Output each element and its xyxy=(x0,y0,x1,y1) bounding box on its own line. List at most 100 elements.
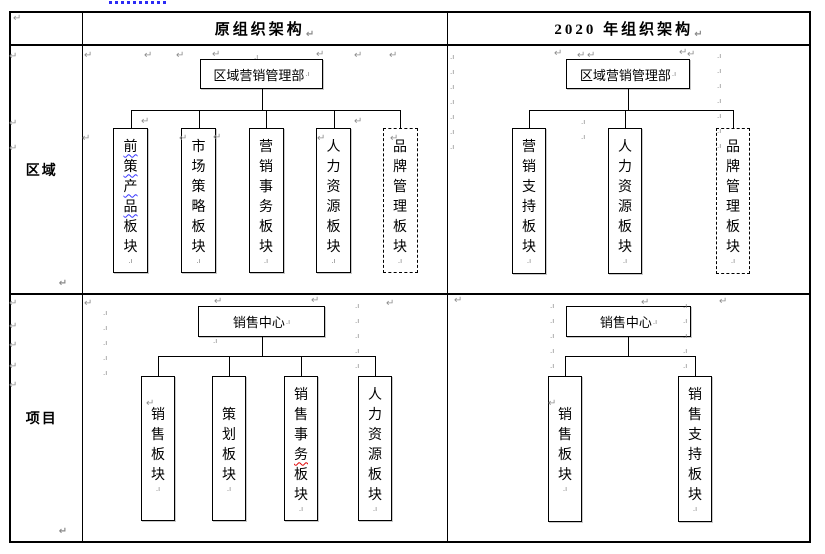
line-break-mark: .ı xyxy=(683,362,688,370)
org-root-box[interactable]: 销售中心.ı xyxy=(198,306,325,337)
org-child-box-char: 划 xyxy=(222,427,236,443)
line-break-mark: .ı xyxy=(562,485,568,493)
org-child-box[interactable]: 市场策略板块.ı xyxy=(181,128,216,273)
line-break-mark: .ı xyxy=(196,256,201,265)
line-break-mark: .ı xyxy=(550,332,555,340)
org-child-box-char: 产 xyxy=(123,179,138,195)
org-child-box-char: 板 xyxy=(522,220,536,235)
pilcrow-mark: ↵ xyxy=(9,51,18,62)
org-child-box-char: 牌 xyxy=(393,159,407,175)
org-child-box-char: 板 xyxy=(123,219,138,235)
pilcrow-mark: ↵ xyxy=(548,398,557,409)
org-child-box[interactable]: 品牌管理板块.ı xyxy=(382,128,418,273)
pilcrow-mark: ↵ xyxy=(13,13,22,24)
pilcrow-mark: ↵ xyxy=(554,48,563,59)
connector-stem xyxy=(262,89,263,110)
connector-drop xyxy=(333,110,335,128)
connector-drop xyxy=(158,356,159,376)
org-child-box-char: 销 xyxy=(522,160,536,175)
org-child-box-char: 售 xyxy=(558,428,572,443)
org-child-box-char: 板 xyxy=(326,219,341,235)
org-child-box-char: 资 xyxy=(326,179,341,195)
org-child-box-char: 管 xyxy=(726,180,740,195)
line-break-mark: .ı xyxy=(355,332,360,340)
pilcrow-mark: ↵ xyxy=(144,50,153,61)
line-break-mark: .ı xyxy=(550,317,555,325)
org-root-box[interactable]: 区域营销管理部.ı xyxy=(200,59,323,89)
line-break-mark: .ı xyxy=(692,505,698,513)
org-child-box-char: 力 xyxy=(618,160,632,175)
line-break-mark: .ı xyxy=(305,70,310,78)
org-child-box[interactable]: 销售板块.ı xyxy=(548,376,582,522)
org-child-box-char: 支 xyxy=(522,180,536,195)
org-child-box-char: 块 xyxy=(522,240,536,255)
org-child-box-char: 售 xyxy=(151,427,165,443)
connector-drop xyxy=(198,110,200,128)
org-child-box-char: 块 xyxy=(222,467,236,483)
org-child-box[interactable]: 前策产品板块.ı xyxy=(113,128,148,273)
connector-rail xyxy=(158,356,376,357)
org-child-box[interactable]: 品牌管理板块.ı xyxy=(716,128,750,274)
org-child-box-char: 块 xyxy=(326,239,341,255)
org-child-box-char: 板 xyxy=(151,447,165,463)
line-break-mark: .ı xyxy=(717,82,722,90)
line-break-mark: .ı xyxy=(450,68,455,76)
pilcrow-mark: ↵ xyxy=(316,49,325,60)
org-child-box[interactable]: 营销事务板块.ı xyxy=(248,128,284,273)
org-child-box-char: 品 xyxy=(393,139,407,155)
org-child-box[interactable]: 销售板块.ı xyxy=(141,376,175,521)
org-chart-region-old: 区域营销管理部.ı 前策产品板块.ı 市场策略板块.ı 营销事务板块.ı 人力资源板块.… xyxy=(82,44,447,293)
org-child-box[interactable]: 人力资源板块.ı xyxy=(316,128,351,273)
pilcrow-mark: ↵ xyxy=(9,340,18,351)
org-child-box-char: 源 xyxy=(326,199,341,215)
org-child-box[interactable]: 策划板块.ı xyxy=(212,376,246,521)
line-break-mark: .ı xyxy=(103,354,108,362)
pilcrow-mark: ↵ xyxy=(386,298,395,309)
line-break-mark: .ı xyxy=(717,142,722,150)
org-child-box-char: 牌 xyxy=(726,160,740,175)
org-child-box-char: 力 xyxy=(368,407,382,423)
line-break-mark: .ı xyxy=(128,256,133,265)
line-break-mark: .ı xyxy=(226,484,232,493)
tracked-change-underline xyxy=(109,1,166,4)
connector-stem xyxy=(262,337,263,356)
connector-rail xyxy=(529,110,734,111)
line-break-mark: .ı xyxy=(298,504,304,513)
connector-drop xyxy=(266,110,267,128)
org-child-box-char: 块 xyxy=(726,240,740,255)
org-child-box-char: 市 xyxy=(191,139,206,155)
org-structure-table: 原组织架构↵ 2020 年组织架构↵ 区域↵ 项目↵ xyxy=(9,11,811,543)
org-root-box[interactable]: 区域营销管理部.ı xyxy=(566,59,690,89)
org-child-box-char: 块 xyxy=(368,487,382,503)
org-child-box[interactable]: 销售支持板块.ı xyxy=(678,376,712,522)
connector-drop xyxy=(229,356,230,376)
table-column-divider xyxy=(82,13,83,541)
line-break-mark: .ı xyxy=(550,362,555,370)
line-break-mark: .ı xyxy=(450,113,455,121)
org-root-box[interactable]: 销售中心.ı xyxy=(566,306,691,337)
org-child-box-char: 事 xyxy=(294,427,308,443)
org-child-box-char: 板 xyxy=(259,219,273,235)
line-break-mark: .ı xyxy=(450,83,455,91)
line-break-mark: .ı xyxy=(355,302,360,310)
org-child-box-char: 营 xyxy=(259,139,273,155)
row-label-project: 项目↵ xyxy=(11,295,82,541)
line-break-mark: .ı xyxy=(355,347,360,355)
pilcrow-mark: ↵ xyxy=(9,321,18,332)
org-child-box-char: 板 xyxy=(294,467,308,483)
connector-drop xyxy=(130,110,132,128)
pilcrow-mark: ↵ xyxy=(176,50,185,61)
org-child-box[interactable]: 营销支持板块.ı xyxy=(512,128,546,274)
org-child-box-char: 场 xyxy=(191,159,206,175)
org-child-box-char: 板 xyxy=(726,220,740,235)
org-child-box[interactable]: 销售事务板块.ı xyxy=(284,376,318,521)
org-child-box-char: 支 xyxy=(688,428,702,443)
org-child-box-char: 板 xyxy=(222,447,236,463)
org-child-box[interactable]: 人力资源板块.ı xyxy=(358,376,392,521)
line-break-mark: .ı xyxy=(285,317,291,326)
line-break-mark: .ı xyxy=(622,257,628,265)
org-child-box[interactable]: 人力资源板块.ı xyxy=(608,128,642,274)
pilcrow-mark: ↵ xyxy=(694,29,703,40)
pilcrow-mark: ↵ xyxy=(146,398,155,409)
